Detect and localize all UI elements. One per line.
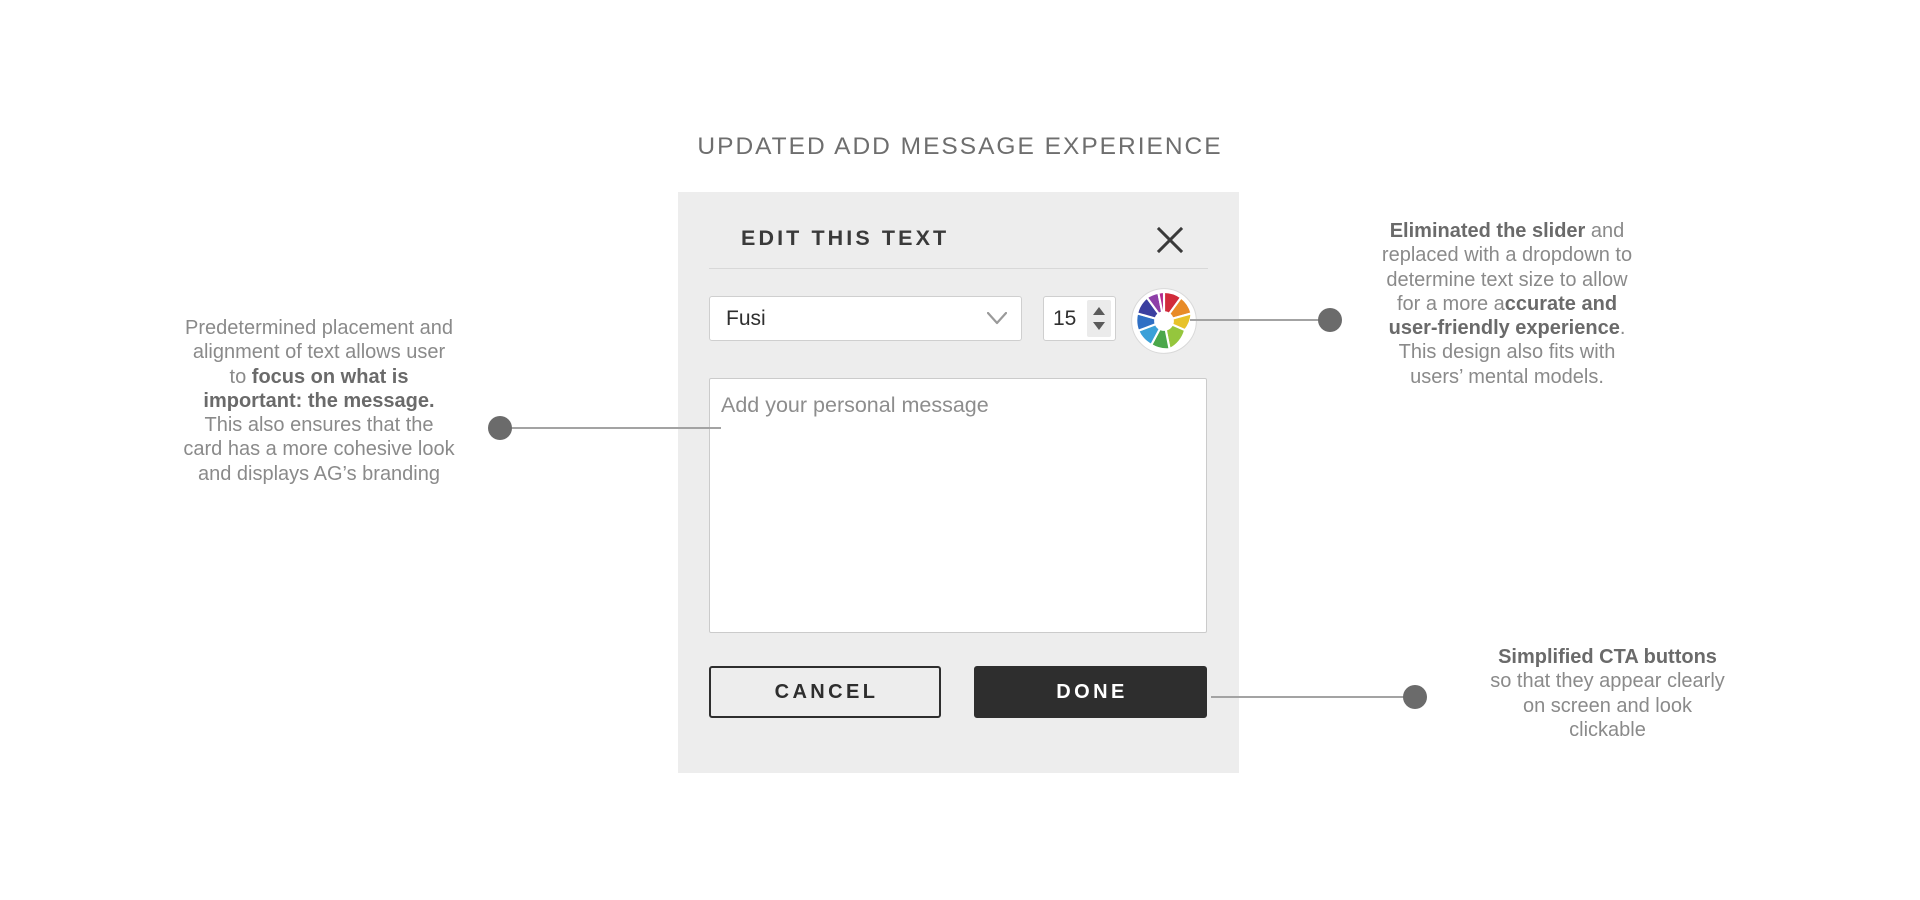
header-divider: [709, 268, 1208, 269]
annotation-slider-replaced: Eliminated the slider and replaced with …: [1381, 220, 1633, 388]
annotation-text-placement: Predetermined placement and alignment of…: [183, 317, 455, 485]
connector-dot-left: [488, 416, 512, 440]
message-placeholder: Add your personal message: [721, 393, 989, 417]
triangle-down-icon[interactable]: [1093, 322, 1105, 330]
connector-line-left: [509, 427, 721, 429]
message-textarea[interactable]: Add your personal message: [709, 378, 1207, 633]
dialog-header: EDIT THIS TEXT: [710, 226, 1207, 266]
connector-dot-top-right: [1318, 308, 1342, 332]
done-button-label: DONE: [1056, 680, 1128, 703]
done-button[interactable]: DONE: [974, 666, 1207, 718]
cancel-button-label: CANCEL: [774, 680, 879, 703]
font-size-stepper[interactable]: 15: [1043, 296, 1116, 341]
font-family-select[interactable]: Fusi: [709, 296, 1022, 341]
stepper-arrows[interactable]: [1087, 300, 1111, 337]
font-size-value: 15: [1053, 307, 1077, 330]
annotation-cta-buttons: Simplified CTA buttons so that they appe…: [1490, 646, 1725, 741]
color-wheel-icon[interactable]: [1131, 288, 1197, 354]
chevron-down-icon: [986, 311, 1008, 325]
triangle-up-icon[interactable]: [1093, 307, 1105, 315]
page-title: UPDATED ADD MESSAGE EXPERIENCE: [697, 133, 1223, 160]
connector-line-bottom-right: [1211, 696, 1421, 698]
cancel-button[interactable]: CANCEL: [709, 666, 941, 718]
dialog-title: EDIT THIS TEXT: [741, 226, 950, 250]
connector-line-top-right: [1190, 319, 1335, 321]
close-icon[interactable]: [1153, 223, 1187, 257]
connector-dot-bottom-right: [1403, 685, 1427, 709]
font-family-value: Fusi: [726, 307, 766, 330]
